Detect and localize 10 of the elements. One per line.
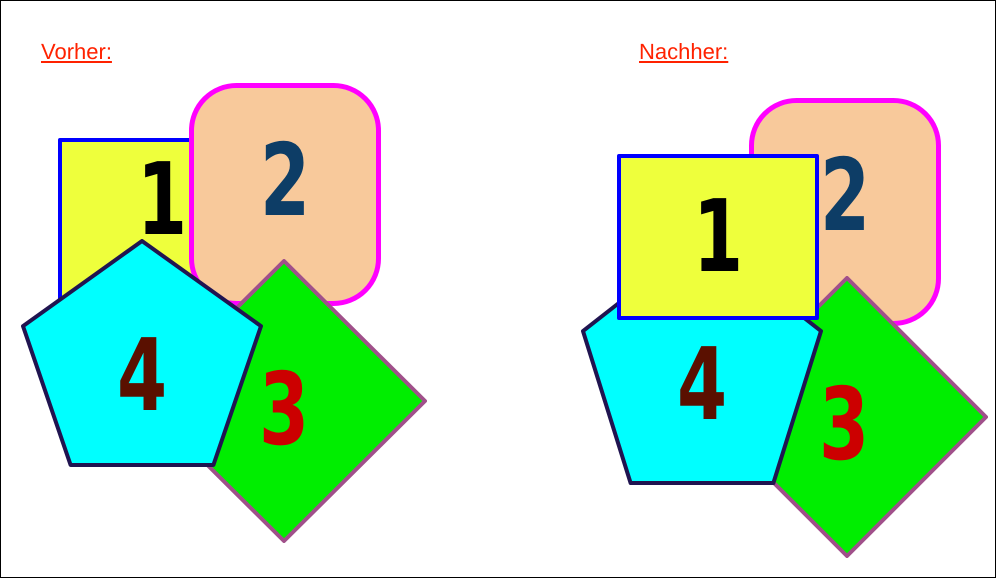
- shape-number: 2: [260, 143, 310, 220]
- shape-number: 4: [116, 338, 168, 414]
- shape-number: 1: [692, 199, 744, 275]
- shape-number: 3: [819, 387, 870, 464]
- shape-number: 3: [258, 372, 310, 448]
- shape-number: 4: [676, 347, 728, 424]
- shape-number: 1: [136, 162, 187, 238]
- shape-number: 2: [820, 158, 870, 234]
- panel-heading: Nachher:: [639, 39, 728, 65]
- panel-heading: Vorher:: [41, 39, 112, 65]
